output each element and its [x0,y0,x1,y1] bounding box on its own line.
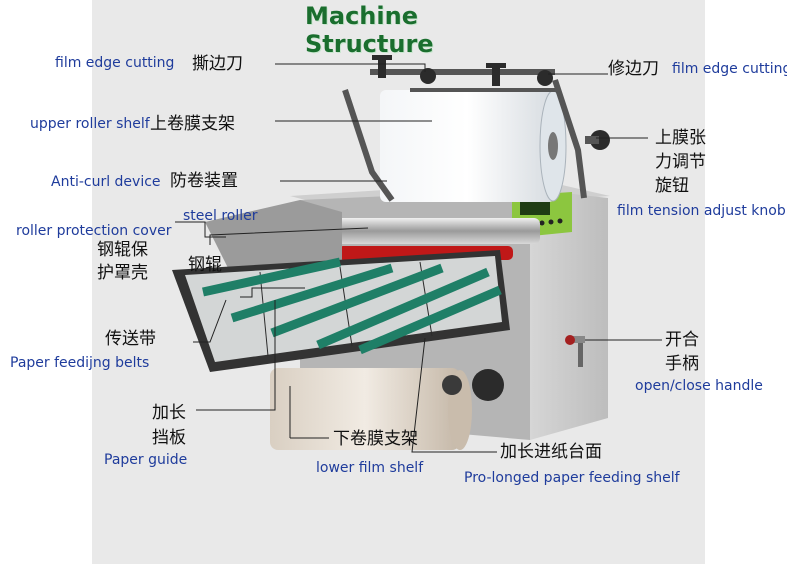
label-upper-roller-shelf-en: upper roller shelf [30,116,150,132]
paper-feeding-belts [202,257,502,355]
label-film-edge-cutting-right-cn: 修边刀 [608,59,659,79]
label-anti-curl-en: Anti-curl device [51,174,161,190]
label-film-tension-en: film tension adjust knob [617,203,786,219]
label-film-edge-cutting-right-en: film edge cutting [672,61,787,77]
label-film-tension-cn-2: 力调节 [655,152,706,172]
label-roller-protection-cn-1: 钢辊保 [97,240,148,260]
label-anti-curl-cn: 防卷装置 [170,171,238,191]
steel-roller [335,218,540,244]
label-open-close-cn-2: 手柄 [665,354,699,374]
label-paper-guide-cn-1: 加长 [152,403,186,423]
label-paper-feeding-belts-cn: 传送带 [105,329,156,349]
label-steel-roller-cn: 钢辊 [188,255,222,275]
upper-roller-shelf [342,69,587,202]
label-film-tension-cn-3: 旋钮 [655,176,689,196]
label-open-close-cn-1: 开合 [665,330,699,350]
label-film-tension-cn-1: 上膜张 [655,128,706,148]
label-film-edge-cutting-left-en: film edge cutting [55,55,175,71]
label-paper-guide-en: Paper guide [104,452,188,468]
lower-film-roll [270,368,504,450]
label-roller-protection-cn-2: 护罩壳 [97,263,148,283]
label-feeding-shelf-en: Pro-longed paper feeding shelf [464,470,680,486]
label-lower-film-shelf-en: lower film shelf [316,460,424,476]
leader-lines [175,63,662,453]
label-film-edge-cutting-left-cn: 撕边刀 [192,54,243,74]
label-lower-film-shelf-cn: 下卷膜支架 [333,429,418,449]
upper-film-roll [380,90,567,202]
label-paper-guide-cn-2: 挡板 [152,428,186,448]
tension-knob [585,130,610,150]
open-close-handle [565,335,585,367]
label-steel-roller-en: steel roller [183,208,258,224]
label-roller-protection-en: roller protection cover [16,223,172,239]
diagram-title: Machine Structure [305,2,434,58]
label-upper-roller-shelf-cn: 上卷膜支架 [150,114,235,134]
label-feeding-shelf-cn: 加长进纸台面 [500,442,602,462]
label-paper-feeding-belts-en: Paper feedijng belts [10,355,150,371]
label-open-close-en: open/close handle [635,378,763,394]
